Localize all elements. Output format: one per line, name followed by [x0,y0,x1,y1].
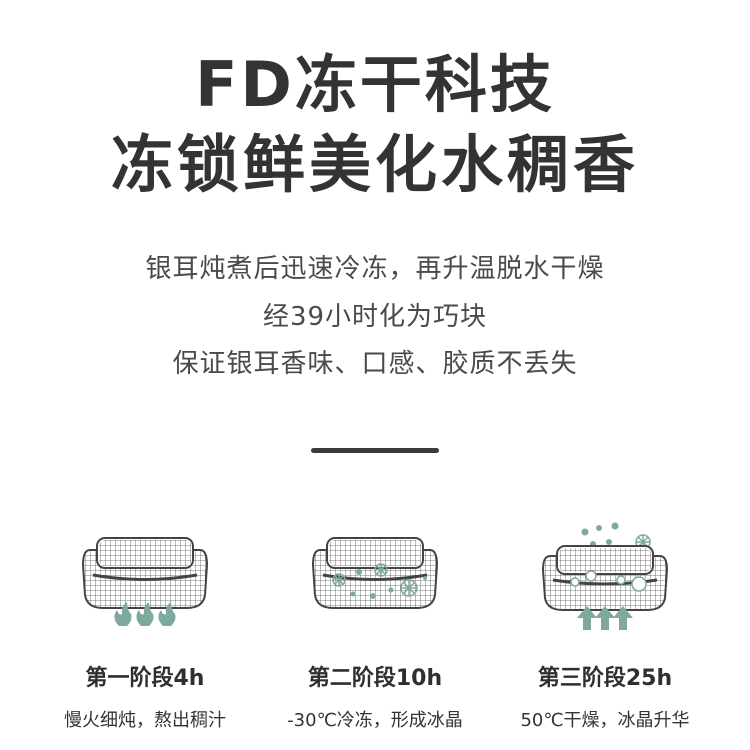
sublimation-dots [581,522,619,547]
stage-2-title: 第二阶段10h [307,666,443,691]
flame-icon [114,602,176,626]
stage-1-title: 第一阶段4h [85,666,205,691]
up-arrow-icon [577,606,633,630]
stage-1-desc: 慢火细炖，熬出稠汁 [64,710,226,731]
basket-icon [541,545,669,611]
ice-crystal-dots [350,569,427,599]
stage-3-desc: 50℃干燥，冰晶升华 [520,710,690,731]
stage-3: 第三阶段25h 50℃干燥，冰晶升华 [480,520,730,750]
basket-icon [81,537,209,609]
bubble-dots [570,570,647,592]
stage-1-illustration [81,537,209,626]
stage-2: 第二阶段10h -30℃冷冻，形成冰晶 [250,520,500,750]
stage-2-desc: -30℃冷冻，形成冰晶 [287,710,463,731]
stage-1: 第一阶段4h 慢火细炖，熬出稠汁 [20,520,270,750]
stage-3-illustration [541,522,669,630]
title-line-2: 冻锁鲜美化水稠香 [110,128,639,201]
stage-3-title: 第三阶段25h [537,666,673,691]
description-line-3: 保证银耳香味、口感、胶质不丢失 [172,349,578,379]
description-line-2: 经39小时化为巧块 [262,302,488,332]
stage-2-illustration [311,537,439,609]
description-line-1: 银耳炖煮后迅速冷冻，再升温脱水干燥 [145,254,605,284]
snowflake-icon [332,563,418,597]
divider [311,448,439,453]
title-line-1: FD冻干科技 [195,48,555,121]
